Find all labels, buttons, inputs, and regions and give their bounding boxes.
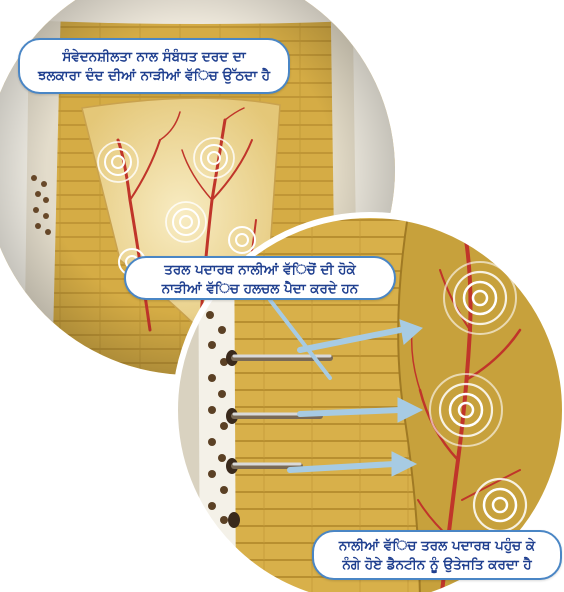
callout-2-line-1: ਤਰਲ ਪਦਾਰਥ ਨਾਲੀਆਂ ਵੱਿਚੋਂ ਦੀ ਹੋਕੇ xyxy=(134,261,386,280)
callout-exposed-dentin: ਨਾਲੀਆਂ ਵੱਿਚ ਤਰਲ ਪਦਾਰਥ ਪਹੁੰਚ ਕੇ ਨੰਗੇ ਹੋਏ … xyxy=(312,530,562,580)
callout-2-line-2: ਨਾੜੀਆਂ ਵੱਿਚ ਹਲਚਲ ਪੈਦਾ ਕਰਦੇ ਹਨ xyxy=(134,280,386,299)
callout-pain-signal: ਸੰਵੇਦਨਸ਼ੀਲਤਾ ਨਾਲ ਸੰਬੰਧਤ ਦਰਦ ਦਾ ਝਲਕਾਰਾ ਦੰ… xyxy=(18,38,290,94)
callout-fluid-movement: ਤਰਲ ਪਦਾਰਥ ਨਾਲੀਆਂ ਵੱਿਚੋਂ ਦੀ ਹੋਕੇ ਨਾੜੀਆਂ ਵ… xyxy=(124,256,396,300)
callout-1-line-2: ਝਲਕਾਰਾ ਦੰਦ ਦੀਆਂ ਨਾੜੀਆਂ ਵੱਿਚ ਉੱਠਦਾ ਹੈ xyxy=(28,67,280,86)
callout-3-line-1: ਨਾਲੀਆਂ ਵੱਿਚ ਤਰਲ ਪਦਾਰਥ ਪਹੁੰਚ ਕੇ xyxy=(322,537,552,556)
callout-1-line-1: ਸੰਵੇਦਨਸ਼ੀਲਤਾ ਨਾਲ ਸੰਬੰਧਤ ਦਰਦ ਦਾ xyxy=(28,48,280,67)
callout-3-line-2: ਨੰਗੇ ਹੋਏ ਡੈਨਟੀਨ ਨੂੰ ਉਤੇਜਤਿ ਕਰਦਾ ਹੈ xyxy=(322,556,552,575)
